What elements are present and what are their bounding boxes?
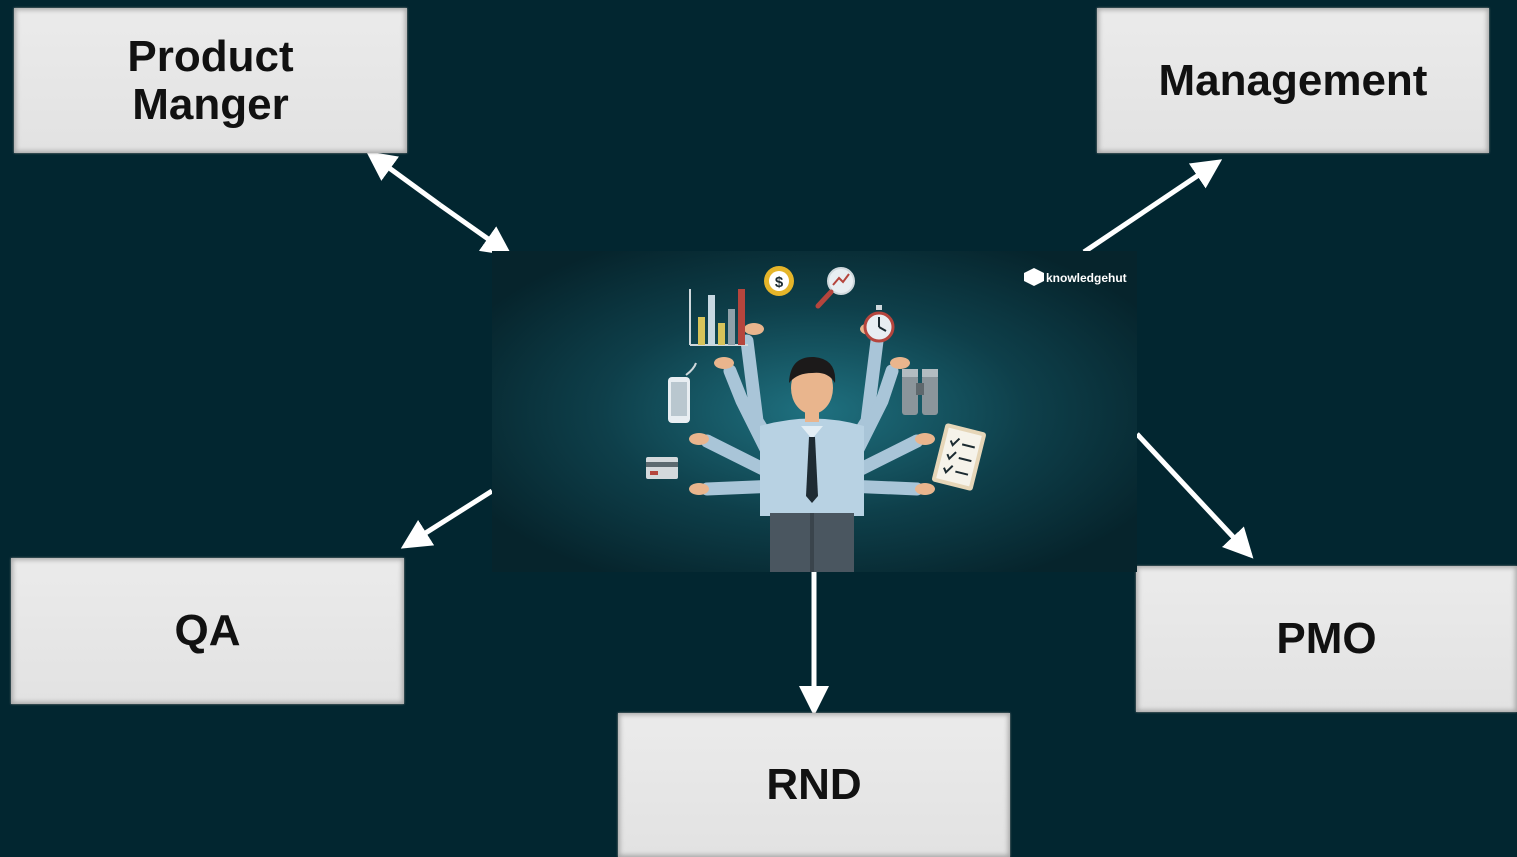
qa-label: QA [174, 606, 241, 656]
management-box: Management [1097, 8, 1489, 153]
knowledgehut-logo-text: knowledgehut [1046, 271, 1127, 285]
knowledgehut-logo-icon [1024, 268, 1044, 286]
product-manager-label: Product Manger [127, 33, 293, 128]
pmo-box: PMO [1136, 566, 1517, 712]
dollar-gear-icon: $ [764, 266, 794, 296]
bar-chart-icon [689, 289, 748, 346]
multitasking-manager-illustration: $ [492, 251, 1137, 572]
credit-card-icon [646, 457, 678, 479]
arrow-product-manager [365, 151, 442, 208]
product-manager-box: Product Manger [14, 8, 407, 153]
stopwatch-icon [863, 305, 895, 343]
qa-box: QA [11, 558, 404, 704]
rnd-label: RND [766, 760, 862, 810]
product-manager-line2: Manger [132, 79, 289, 129]
arrow-management [1082, 159, 1223, 255]
rnd-box: RND [618, 713, 1010, 857]
arrow-product-manager-back [438, 202, 513, 256]
management-label: Management [1158, 55, 1428, 105]
arrow-qa [400, 488, 494, 549]
arrow-pmo [1135, 432, 1254, 559]
svg-text:$: $ [775, 274, 784, 291]
checklist-clipboard-icon [932, 423, 986, 491]
binoculars-icon [902, 369, 938, 415]
magnifier-chart-icon [815, 267, 855, 309]
product-manager-line1: Product [127, 31, 294, 81]
pmo-label: PMO [1276, 614, 1377, 664]
smartphone-icon [668, 362, 697, 423]
